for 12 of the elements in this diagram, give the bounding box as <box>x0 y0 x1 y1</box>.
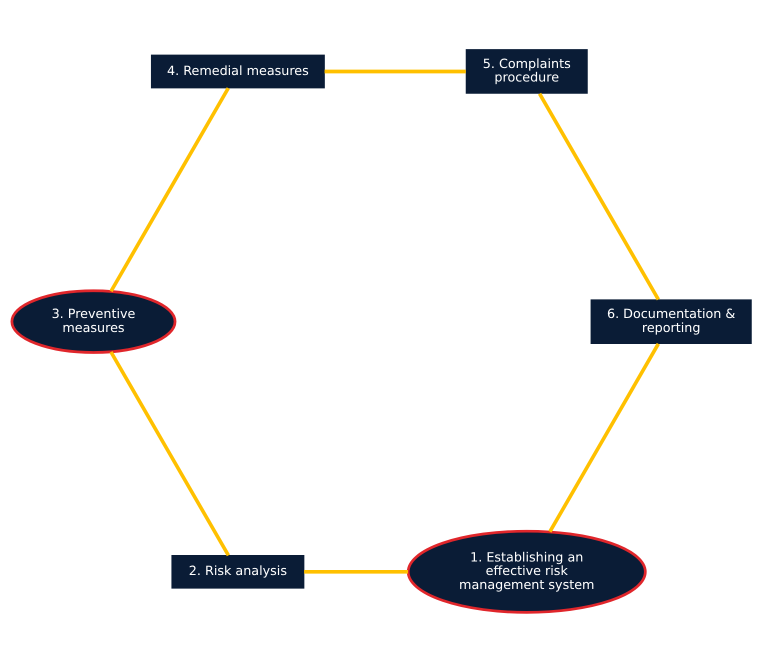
connector <box>109 350 230 556</box>
connector <box>324 69 466 73</box>
node-box: 4. Remedial measures <box>150 54 325 88</box>
node-ellipse: 1. Establishing an effective risk management system <box>406 529 647 614</box>
connector <box>538 92 660 300</box>
node-box: 5. Complaints procedure <box>466 48 588 94</box>
node-box: 6. Documentation & reporting <box>590 298 752 344</box>
node-ellipse: 3. Preventive measures <box>10 288 176 354</box>
node-box: 2. Risk analysis <box>171 554 304 588</box>
connector <box>548 342 660 532</box>
connector <box>109 86 230 292</box>
connector <box>304 569 408 574</box>
